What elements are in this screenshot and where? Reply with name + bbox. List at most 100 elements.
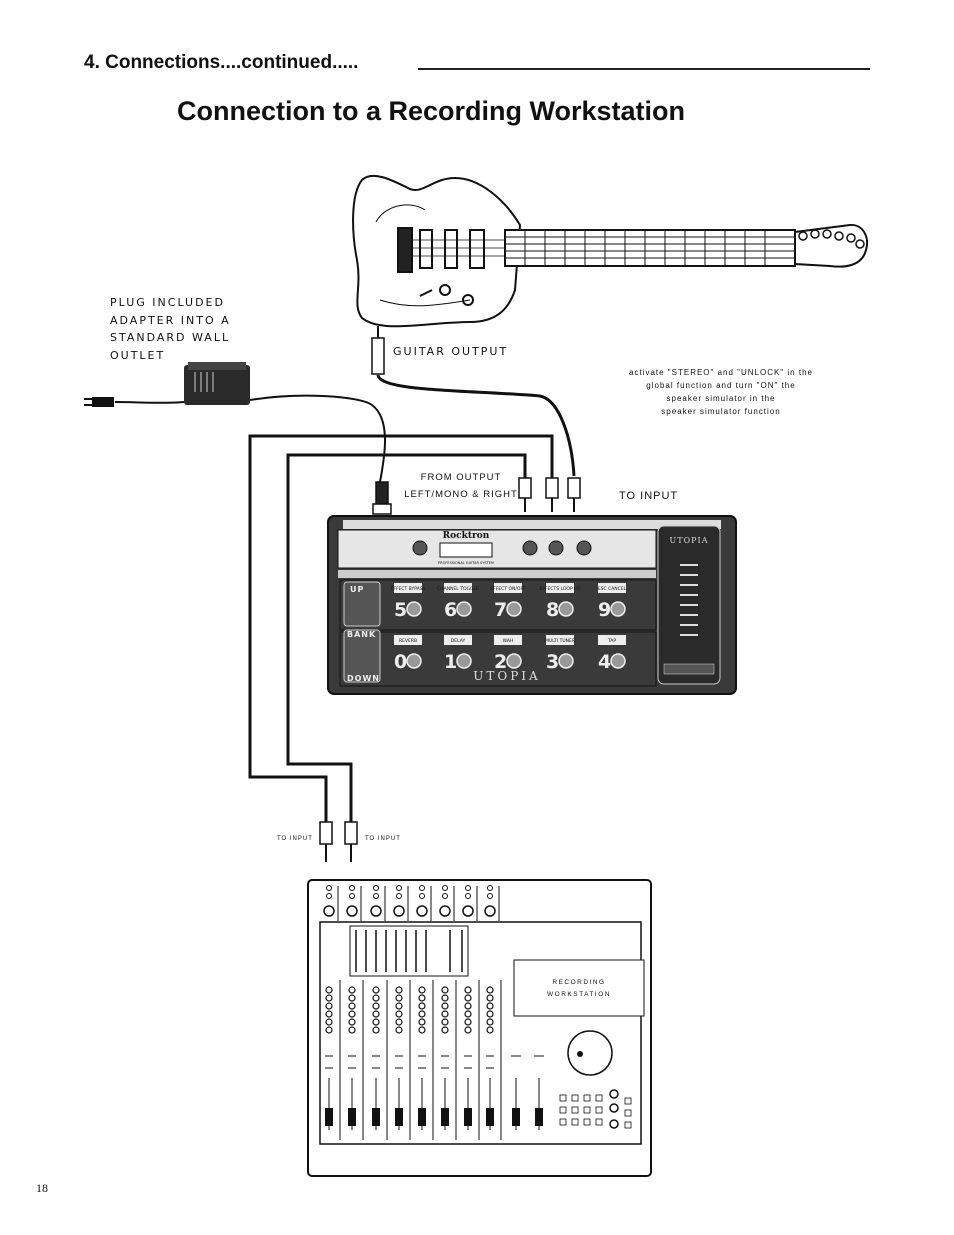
bottom-row-label-box-0 (394, 635, 422, 645)
plug-guitar-input (567, 477, 581, 499)
function-select-knob (576, 540, 592, 556)
guitar-cable (376, 374, 576, 477)
transport-button (624, 1097, 632, 1105)
bottom-row-label-3: MULTI TUNER (545, 638, 575, 644)
footswitch-digit-9: 9 (598, 599, 611, 621)
bottom-row-label-box-2 (494, 635, 522, 645)
to-input-right-label: TO INPUT (365, 836, 401, 842)
channel-strip-6 (439, 885, 457, 1140)
transport-button (583, 1094, 591, 1102)
transport-button (595, 1118, 603, 1126)
transport-button (583, 1106, 591, 1114)
transport-button (571, 1106, 579, 1114)
plug-workstation-left (319, 821, 333, 845)
channel-strip-1 (323, 885, 341, 1140)
fader-7 (464, 1108, 472, 1126)
guitar-illustration (352, 174, 868, 328)
footswitch-6 (456, 601, 472, 617)
footswitch-3 (558, 653, 574, 669)
cables (248, 374, 576, 822)
transport-buttons (559, 1089, 632, 1129)
bottom-row-label-2: WAH (503, 638, 514, 644)
guitar-frets (505, 230, 795, 266)
bottom-row-label-box-4 (598, 635, 626, 645)
top-row-label-box-8 (546, 583, 574, 593)
tremolo-bridge (397, 227, 413, 273)
workstation-display (513, 959, 645, 1017)
footswitch-digit-2: 2 (494, 651, 507, 673)
model-logo: UTOPIA (473, 669, 540, 683)
workstation-label-line-1: RECORDING (552, 979, 606, 986)
footswitch-digit-8: 8 (546, 599, 559, 621)
transport-button (624, 1109, 632, 1117)
top-row-label-7: EFFECT ON/OFF (490, 586, 526, 592)
bottom-row-label-4: TAP (607, 638, 616, 644)
plug-right-output (518, 477, 532, 499)
top-row-label-box-5 (394, 583, 422, 593)
footswitch-digit-5: 5 (394, 599, 407, 621)
pedal-tagline: PROFESSIONAL GUITAR SYSTEM (438, 561, 494, 565)
channel-strip-4 (393, 885, 411, 1140)
power-plug (375, 481, 389, 505)
setup-note-line-1: activate "STEREO" and "UNLOCK" in the (629, 368, 813, 377)
right-output-cable (286, 453, 527, 822)
channel-strip-3 (370, 885, 388, 1140)
section-heading: 4. Connections....continued..... (84, 52, 359, 73)
channel-strip-2 (346, 885, 364, 1140)
transport-button (559, 1118, 567, 1126)
input-jack-5 (416, 905, 428, 917)
utopia-pedalboard: Rocktron PROFESSIONAL GUITAR SYSTEM UP E… (327, 515, 737, 695)
transport-knob (609, 1089, 619, 1099)
footswitch-8 (558, 601, 574, 617)
bank-label: BANK (347, 630, 376, 639)
top-row-label-box-6 (444, 583, 472, 593)
down-label: DOWN (347, 674, 380, 683)
page-number: 18 (36, 1181, 48, 1195)
input-jack-6 (439, 905, 451, 917)
power-adapter (84, 362, 386, 483)
channel-strip-8 (484, 885, 502, 1140)
fader-6 (441, 1108, 449, 1126)
workstation-label-line-2: WORKSTATION (547, 991, 611, 998)
top-row-label-5: EFFECT BYPASS (391, 586, 426, 592)
input-jack-7 (462, 905, 474, 917)
fader-5 (418, 1108, 426, 1126)
to-input-pedal-label: TO INPUT (619, 490, 679, 502)
input-jack-2 (346, 905, 358, 917)
from-output-line-2: LEFT/MONO & RIGHT (404, 489, 518, 500)
meter-bridge (349, 925, 469, 977)
channel-strip-5 (416, 885, 434, 1140)
footswitch-digit-3: 3 (546, 651, 559, 673)
channel-strip-7 (462, 885, 480, 1140)
guitar-output-label: GUITAR OUTPUT (393, 345, 509, 358)
fader-8 (486, 1108, 494, 1126)
bank-down-button (343, 629, 381, 683)
transport-button (624, 1121, 632, 1129)
footswitch-5 (406, 601, 422, 617)
bottom-row-label-1: DELAY (451, 638, 466, 644)
plug-left-output (545, 477, 559, 499)
up-label: UP (350, 585, 364, 594)
transport-knob (609, 1103, 619, 1113)
top-row-label-8: EFFECTS LOOP I/O (539, 586, 580, 592)
footswitch-digit-7: 7 (494, 599, 507, 621)
preset-select-knob (412, 540, 428, 556)
footswitch-1 (456, 653, 472, 669)
input-jack-1 (323, 905, 335, 917)
pickup-3 (469, 229, 485, 269)
recording-workstation (307, 879, 652, 1177)
lcd-display (439, 542, 493, 558)
expression-pedal-logo: UTOPIA (670, 536, 709, 545)
jog-wheel (567, 1030, 613, 1076)
brand-logo: Rocktron (443, 531, 490, 541)
transport-button (571, 1118, 579, 1126)
workstation-label: RECORDING WORKSTATION (514, 977, 644, 1001)
top-row-label-9: ESC CANCEL (598, 586, 627, 592)
setup-note: activate "STEREO" and "UNLOCK" in the gl… (590, 366, 852, 418)
bottom-row-label-box-3 (546, 635, 574, 645)
transport-button (595, 1106, 603, 1114)
plugs (319, 326, 581, 862)
